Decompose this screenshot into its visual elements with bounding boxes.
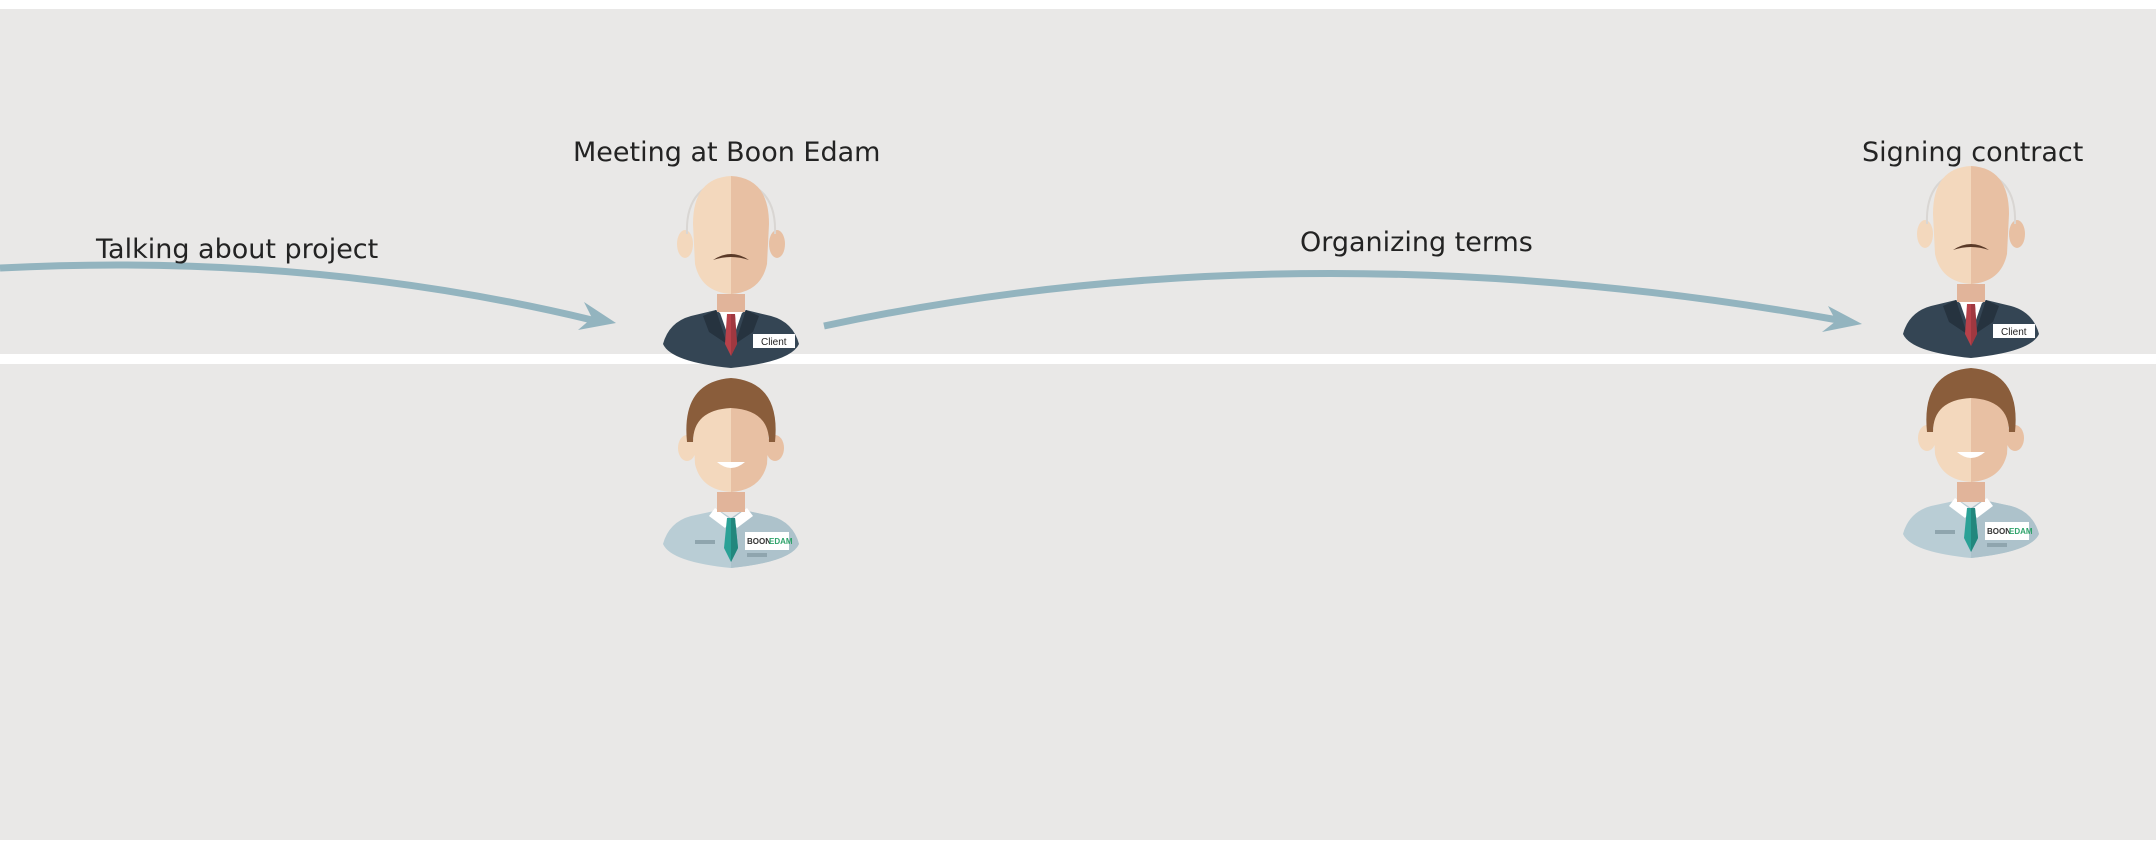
- step-label-meeting: Meeting at Boon Edam: [573, 137, 880, 168]
- employee-avatar-meeting: BOON EDAM: [663, 378, 799, 568]
- badge-logo-boon: BOON: [747, 537, 771, 546]
- client-badge-text: Client: [761, 337, 787, 348]
- arrow-organizing: [823, 269, 1862, 332]
- client-badge: [1993, 324, 2035, 338]
- employee-avatar-signing: BOON EDAM: [1903, 368, 2039, 558]
- boon-edam-badge: [745, 532, 789, 550]
- badge-logo-edam: EDAM: [769, 537, 793, 546]
- client-avatar-signing: Client: [1902, 165, 2040, 359]
- arrow-talking: [0, 261, 616, 330]
- top-lane: [0, 9, 2156, 354]
- client-avatar-meeting: Client: [662, 175, 800, 369]
- boon-edam-badge: [1985, 522, 2029, 540]
- badge-logo-boon: BOON: [1987, 527, 2011, 536]
- step-label-signing: Signing contract: [1862, 137, 2083, 168]
- step-label-talking: Talking about project: [95, 234, 378, 265]
- client-badge: [753, 334, 795, 348]
- client-badge-text: Client: [2001, 327, 2027, 338]
- bottom-lane: [0, 364, 2156, 840]
- badge-logo-edam: EDAM: [2009, 527, 2033, 536]
- step-label-organizing: Organizing terms: [1300, 227, 1533, 258]
